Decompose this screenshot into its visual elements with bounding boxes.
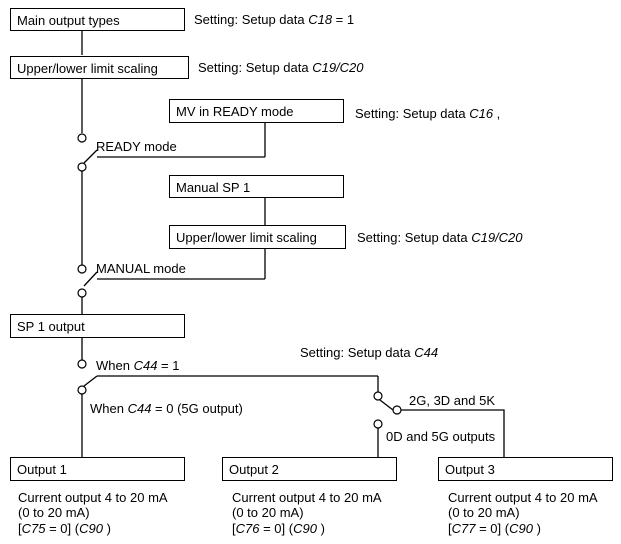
c44-switch-bottom-terminal	[77, 385, 87, 395]
manual-switch-blade	[83, 271, 98, 287]
setting-c19-c20-label-1: Setting: Setup data C19/C20	[198, 60, 364, 75]
manual-switch-top-terminal	[77, 264, 87, 274]
setting-c44-label: Setting: Setup data C44	[300, 345, 439, 360]
output-1-box: Output 1	[10, 457, 185, 481]
output-3-box: Output 3	[438, 457, 613, 481]
upper-lower-scaling-box-2: Upper/lower limit scaling	[169, 225, 346, 249]
manual-sp1-box: Manual SP 1	[169, 175, 344, 198]
models-0d5g-label: 0D and 5G outputs	[386, 429, 496, 444]
output-1-description: Current output 4 to 20 mA (0 to 20 mA) […	[18, 490, 168, 536]
output-2-description: Current output 4 to 20 mA (0 to 20 mA) […	[232, 490, 382, 536]
wire-to-output3	[401, 409, 505, 457]
when-c44-eq0-label: When C44 = 0 (5G output)	[90, 401, 243, 416]
setting-c18-label: Setting: Setup data C18 = 1	[194, 12, 355, 27]
when-c44-eq1-label: When C44 = 1	[96, 358, 180, 373]
model-switch-blade	[379, 399, 394, 411]
ready-switch-top-terminal	[77, 133, 87, 143]
manual-switch-bottom-terminal	[77, 288, 87, 298]
upper-lower-scaling-box-1: Upper/lower limit scaling	[10, 56, 189, 79]
model-switch-bottom-terminal	[373, 419, 383, 429]
model-switch-right-terminal	[392, 405, 402, 415]
ready-mode-label: READY mode	[96, 139, 177, 154]
setting-c19-c20-label-2: Setting: Setup data C19/C20	[357, 230, 523, 245]
c44-switch-top-terminal	[77, 359, 87, 369]
ready-switch-bottom-terminal	[77, 162, 87, 172]
models-2g3d5k-label: 2G, 3D and 5K	[409, 393, 495, 408]
mv-ready-mode-box: MV in READY mode	[169, 99, 344, 123]
output-2-box: Output 2	[222, 457, 397, 481]
main-output-types-box: Main output types	[10, 8, 185, 31]
c44-switch-blade	[83, 375, 98, 387]
sp1-output-box: SP 1 output	[10, 314, 185, 338]
manual-mode-label: MANUAL mode	[96, 261, 186, 276]
setting-c16-label: Setting: Setup data C16 ,	[355, 106, 501, 121]
model-switch-top-terminal	[373, 391, 383, 401]
ready-switch-blade	[83, 149, 98, 164]
output-3-description: Current output 4 to 20 mA (0 to 20 mA) […	[448, 490, 598, 536]
